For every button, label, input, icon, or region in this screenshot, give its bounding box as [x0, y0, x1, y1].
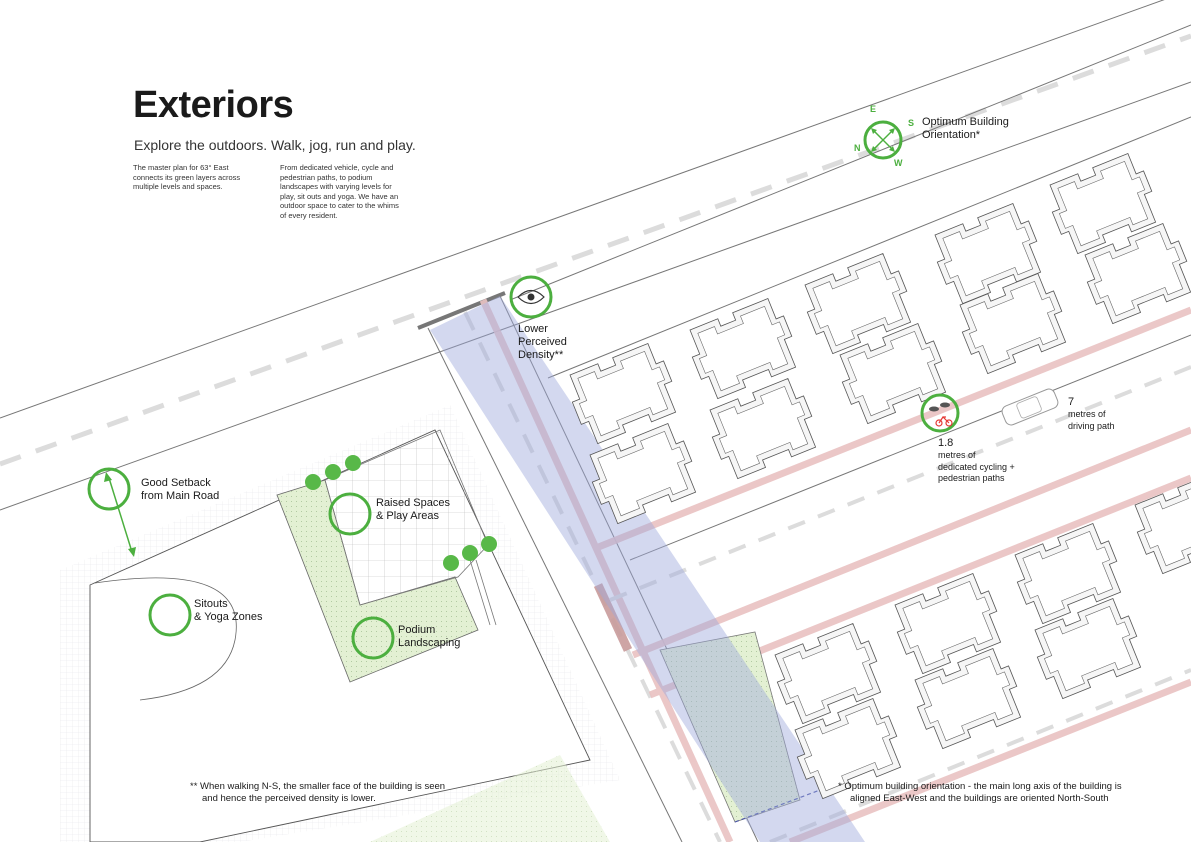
landscape-plot [659, 631, 821, 823]
raised-marker [328, 492, 372, 536]
cycling-marker [920, 393, 960, 433]
driving-path-label: 7 metres of driving path [1068, 396, 1115, 431]
sitouts-label: Sitouts & Yoga Zones [194, 598, 263, 623]
orientation-footnote: * Optimum building orientation - the mai… [838, 781, 1122, 804]
density-label: Lower Perceived Density** [518, 323, 567, 361]
compass-e: E [870, 104, 877, 114]
density-view-cone [430, 296, 865, 842]
setback-label: Good Setback from Main Road [141, 477, 220, 502]
compass-label: Optimum Building Orientation* [922, 116, 1009, 141]
podium-landscape [276, 429, 497, 683]
page-subtitle: Explore the outdoors. Walk, jog, run and… [134, 137, 416, 153]
density-marker [509, 275, 553, 319]
compass-marker [863, 120, 903, 160]
intro-paragraph-1: The master plan for 63° East connects it… [133, 163, 241, 191]
eye-icon [517, 289, 545, 305]
raised-spaces-label: Raised Spaces & Play Areas [376, 497, 450, 522]
compass-w: W [894, 158, 903, 168]
density-footnote: ** When walking N-S, the smaller face of… [190, 781, 446, 804]
setback-arrow-icon [104, 472, 136, 557]
residential-block [509, 24, 1191, 561]
page-title: Exteriors [133, 84, 294, 126]
trees [305, 455, 497, 571]
podium-marker [351, 616, 395, 660]
car-icon [1001, 388, 1059, 426]
compass-arrows-icon [871, 128, 895, 152]
driveways [609, 365, 1191, 842]
compass-s: S [908, 118, 915, 128]
intro-paragraph-2: From dedicated vehicle, cycle and pedest… [280, 163, 399, 220]
sitouts-marker [148, 593, 192, 637]
bicycle-icon [935, 416, 953, 427]
compass-n: N [854, 143, 861, 153]
setback-marker [87, 467, 131, 511]
podium-label: Podium Landscaping [398, 624, 461, 649]
cycling-path-label: 1.8 metres of dedicated cycling + pedest… [938, 437, 1015, 483]
pedestrian-icon [929, 402, 950, 412]
main-road [0, 0, 1191, 511]
